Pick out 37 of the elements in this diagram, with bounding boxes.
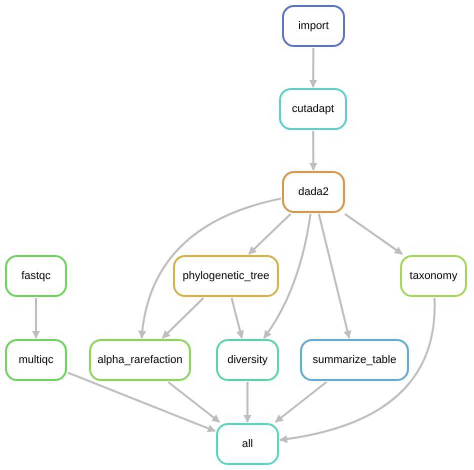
rule-node bbox=[5, 339, 67, 381]
node-label: phylogenetic_tree bbox=[182, 268, 270, 284]
arrow bbox=[344, 213, 403, 255]
rule-node bbox=[89, 339, 191, 381]
arrow bbox=[318, 214, 352, 339]
node-label: summarize_table bbox=[312, 352, 396, 368]
node-label: all bbox=[242, 436, 253, 452]
rule-node bbox=[216, 423, 279, 465]
arrow bbox=[32, 298, 40, 339]
rule-node bbox=[216, 339, 279, 381]
node-label: taxonomy bbox=[410, 268, 458, 284]
arrow bbox=[263, 214, 312, 339]
rule-node bbox=[279, 88, 347, 130]
arrow bbox=[162, 297, 204, 339]
rule-node bbox=[282, 5, 345, 47]
node-label: cutadapt bbox=[292, 102, 334, 117]
node-label: alpha_rarefaction bbox=[97, 352, 182, 368]
arrow bbox=[68, 372, 216, 432]
rule-node bbox=[300, 339, 409, 381]
arrow bbox=[309, 131, 318, 171]
node-label: dada2 bbox=[298, 184, 329, 200]
arrow bbox=[279, 298, 436, 443]
arrow bbox=[230, 298, 244, 339]
arrow bbox=[168, 381, 220, 423]
node-label: import bbox=[298, 18, 329, 34]
arrow bbox=[244, 382, 252, 423]
rule-node bbox=[282, 171, 345, 213]
arrow bbox=[248, 213, 292, 255]
arrow bbox=[274, 381, 328, 423]
arrow bbox=[309, 48, 318, 88]
rule-node bbox=[5, 255, 67, 297]
node-label: multiqc bbox=[18, 352, 54, 368]
rule-node bbox=[173, 255, 279, 297]
rule-node bbox=[400, 255, 467, 297]
arrow bbox=[138, 198, 282, 339]
node-label: fastqc bbox=[21, 268, 51, 284]
node-label: diversity bbox=[227, 352, 268, 368]
